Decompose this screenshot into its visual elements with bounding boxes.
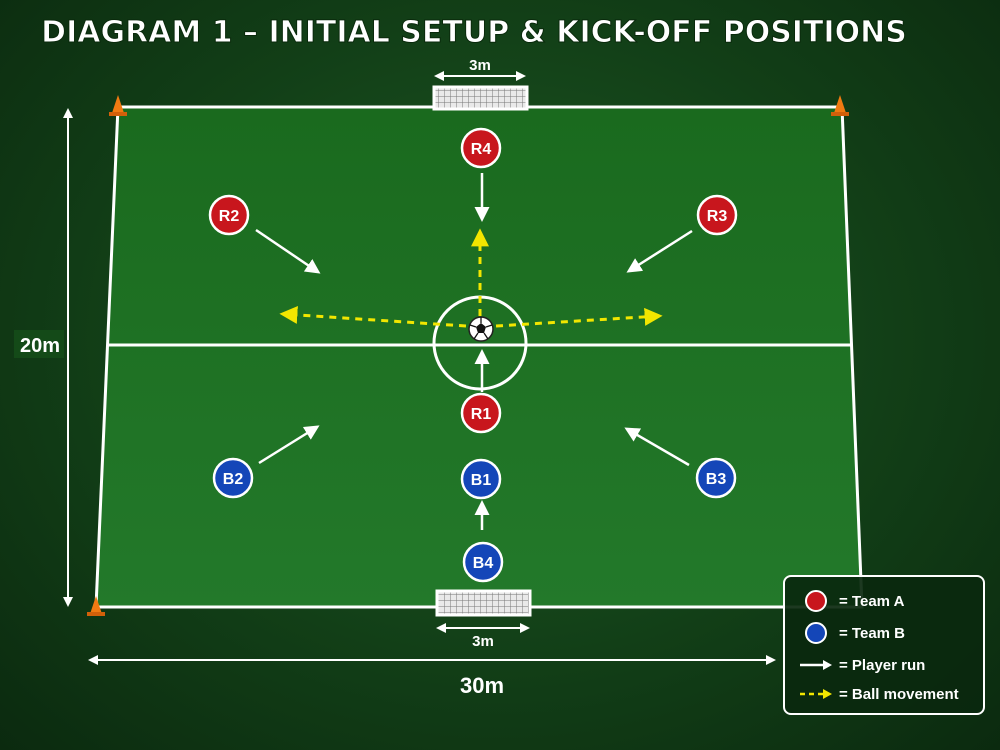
legend-item-team-b: = Team B	[799, 620, 905, 646]
player-run-arrows	[255, 173, 693, 530]
run-r3	[626, 229, 693, 273]
pitch-length-dimension-label: 20m	[20, 335, 60, 357]
top-goal	[432, 85, 529, 111]
player-r4: R4	[460, 127, 502, 169]
player-label: R2	[219, 208, 240, 225]
player-marker	[460, 458, 502, 500]
player-r2: R2	[208, 194, 250, 236]
run-b2	[258, 425, 320, 465]
cone-icon	[109, 95, 127, 116]
player-r3: R3	[696, 194, 738, 236]
legend-item-player-run: = Player run	[799, 652, 925, 678]
player-b2: B2	[212, 457, 254, 499]
player-b1: B1	[460, 458, 502, 500]
cone-icon	[87, 596, 105, 616]
ball-path-left	[279, 305, 467, 328]
pitch	[94, 105, 864, 609]
legend-label-ball-movement: = Ball movement	[839, 685, 959, 703]
legend-label-player-run: = Player run	[839, 656, 926, 674]
ball-movement-arrow-icon	[800, 689, 832, 699]
player-label: B3	[706, 471, 727, 488]
run-b3	[624, 427, 690, 467]
team-a-swatch	[805, 590, 827, 612]
player-marker	[460, 127, 502, 169]
pitch-width-dimension-label: 30m	[460, 673, 504, 698]
player-label: B4	[473, 555, 494, 572]
player-label: R1	[471, 406, 492, 423]
team-b-swatch	[805, 622, 827, 644]
legend-label-team-b: = Team B	[839, 624, 905, 642]
cone-icon	[831, 95, 849, 116]
ball-icon	[468, 316, 494, 342]
legend-item-team-a: = Team A	[799, 588, 904, 614]
top-goal-dimension-label: 3m	[469, 57, 491, 74]
player-label: R3	[707, 208, 728, 225]
player-label: R4	[471, 141, 492, 158]
player-label: B1	[471, 472, 492, 489]
bottom-goal	[435, 589, 532, 617]
player-marker	[696, 194, 738, 236]
legend-item-ball-movement: = Ball movement	[799, 681, 959, 707]
player-marker	[695, 457, 737, 499]
player-r1: R1	[460, 392, 502, 434]
diagram-title: DIAGRAM 1 – INITIAL SETUP & KICK-OFF POS…	[41, 15, 907, 50]
ball-path-right	[495, 307, 663, 328]
run-r2	[255, 228, 321, 274]
bottom-goal-dimension-label: 3m	[472, 633, 494, 650]
player-marker	[460, 392, 502, 434]
player-run-arrow-icon	[800, 660, 832, 670]
player-marker	[212, 457, 254, 499]
player-marker	[208, 194, 250, 236]
ball-movement-arrows	[279, 228, 663, 328]
legend: = Team A = Team B = Player run = Ball mo…	[783, 575, 985, 715]
legend-label-team-a: = Team A	[839, 592, 905, 610]
player-label: B2	[223, 471, 244, 488]
player-marker	[462, 541, 504, 583]
player-b3: B3	[695, 457, 737, 499]
player-b4: B4	[462, 541, 504, 583]
